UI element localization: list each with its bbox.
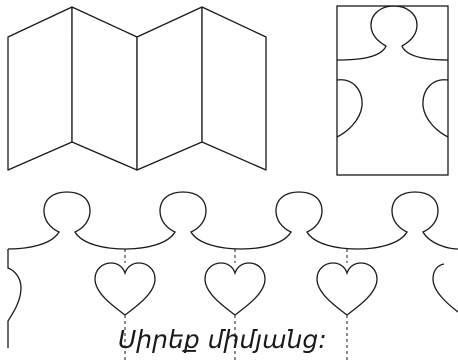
paper-chain-outline (8, 192, 458, 249)
heart-shape-4-partial (433, 264, 458, 312)
caption-text: Սիրեք միմյանց: (118, 325, 327, 355)
folded-paper-zigzag (8, 7, 266, 170)
heart-shape-2 (205, 263, 265, 315)
heart-shape-3 (317, 263, 377, 315)
heart-shape-1 (95, 263, 155, 315)
left-half-heart (337, 80, 362, 137)
left-edge-cut (8, 249, 21, 348)
template-card (337, 6, 448, 175)
half-figure-outline (337, 6, 448, 60)
right-half-heart (423, 80, 448, 137)
